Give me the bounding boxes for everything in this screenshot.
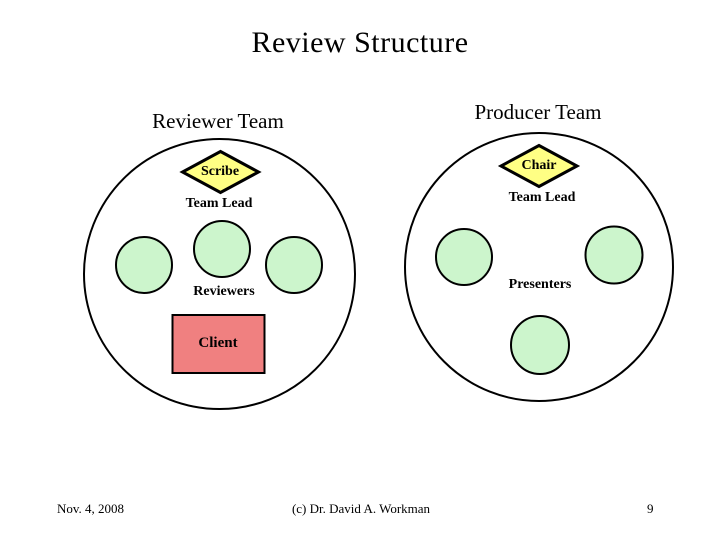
producer-team-circle [404,132,674,402]
reviewer-member-circle-right [265,236,323,294]
producer-team-lead-label: Team Lead [508,190,576,205]
footer-date: Nov. 4, 2008 [57,501,125,516]
client-box [171,314,266,374]
reviewer-team-heading: Reviewer Team [152,109,284,133]
reviewer-member-circle-middle [193,220,251,278]
scribe-diamond [179,149,262,195]
footer-page-number: 9 [647,501,654,516]
reviewer-team-lead-label: Team Lead [185,196,253,211]
slide-title: Review Structure [251,26,469,59]
footer-credit: (c) Dr. David A. Workman [291,501,431,516]
chair-diamond [497,143,581,189]
chair-label: Chair [521,158,557,173]
reviewers-label: Reviewers [193,284,255,299]
producer-member-circle-right [584,225,644,285]
reviewer-member-circle-left [115,236,173,294]
producer-member-circle-left [435,228,493,286]
client-label: Client [198,335,238,351]
presenters-label: Presenters [508,277,572,292]
scribe-label: Scribe [200,164,240,179]
producer-team-heading: Producer Team [474,100,602,124]
producer-member-circle-bottom [510,315,570,375]
